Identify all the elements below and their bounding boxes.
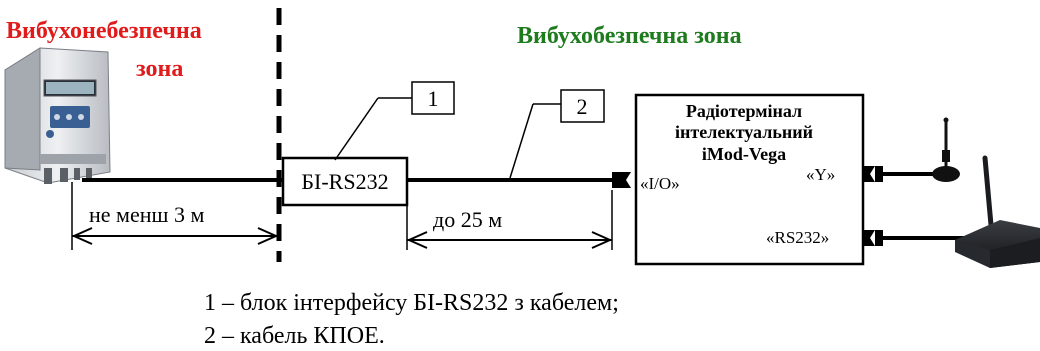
dimension-max-cable [406,190,613,250]
terminal-title-line2: інтелектуальний [675,122,813,142]
terminal-title-line1: Радіотермінал [686,101,802,121]
callout-2-number: 2 [577,94,588,119]
callout-1-number: 1 [428,86,439,111]
legend-item-1: 1 – блок інтерфейсу БІ-RS232 з кабелем; [204,290,619,316]
explosion-proof-controller-icon [4,47,111,184]
safe-zone-title: Вибухобезпечна зона [517,23,742,49]
max-cable-label: до 25 м [433,207,502,232]
connector-icon [612,172,631,188]
radio-terminal-block [634,93,865,266]
connector-icon [864,166,883,182]
legend-item-2: 2 – кабель КПОЕ. [204,323,385,349]
terminal-title-line3: iMod-Vega [702,144,786,164]
callout-2-leader [509,103,534,179]
wifi-router-icon [955,155,1040,268]
hazardous-zone-title-line2: зона [136,56,183,82]
bi-rs232-label: БІ-RS232 [301,169,388,194]
callout-2-box [560,89,605,123]
min-distance-label: не менш 3 м [89,202,204,227]
connector-icon [864,230,883,246]
dimension-min-distance [71,182,279,250]
port-io-label: «I/O» [640,174,680,193]
callout-1-box [411,81,455,115]
port-rs232-label: «RS232» [766,228,829,247]
port-antenna-label: «Y» [806,165,835,184]
callout-1-leader [334,97,379,161]
hazardous-zone-title-line1: Вибухонебезпечна [6,18,202,44]
antenna-icon [932,117,960,182]
